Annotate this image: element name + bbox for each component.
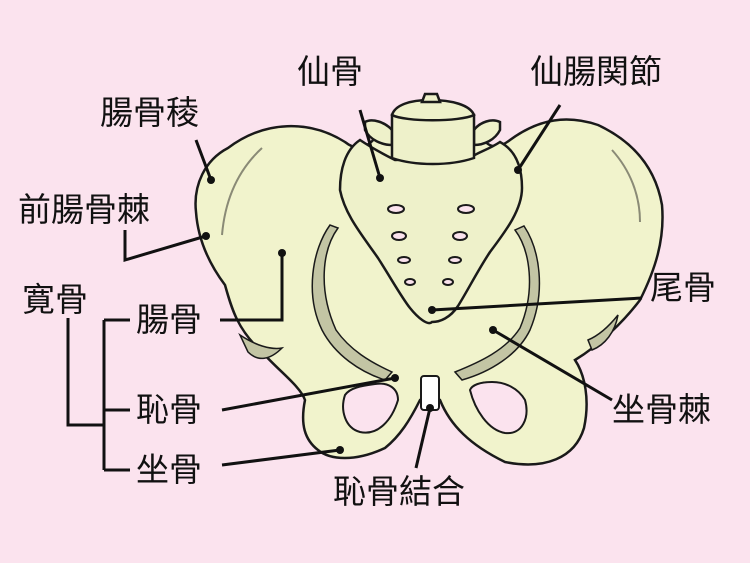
vertebra-top (390, 98, 476, 122)
iliac-shade-right (587, 314, 619, 351)
sacrum-shape (338, 138, 524, 325)
obturator-foramen-left (342, 382, 400, 434)
leader-coccyx (431, 296, 643, 312)
leader-anterior-iliac-spine (123, 230, 207, 263)
leader-iliac-crest (194, 139, 213, 181)
label-sacrum: 仙骨 (297, 52, 363, 91)
leader-pubic-symphysis (414, 407, 432, 469)
bracket-hip-bone (66, 318, 104, 427)
label-ilium: 腸骨 (136, 300, 202, 339)
obturator-foramen-right (468, 380, 528, 435)
label-coccyx: 尾骨 (650, 268, 716, 307)
pelvic-brim-right (453, 225, 541, 381)
label-iliac-crest: 腸骨稜 (100, 93, 199, 132)
leader-dots (202, 166, 522, 454)
label-ischial-spine: 坐骨棘 (612, 390, 711, 429)
leader-lines (66, 104, 643, 472)
leader-ischial-spine (492, 328, 613, 402)
label-ischium: 坐骨 (136, 450, 202, 489)
label-anterior-iliac-spine: 前腸骨棘 (18, 190, 150, 229)
leader-pubis (221, 376, 396, 412)
iliac-shade-left (238, 332, 285, 360)
iliac-fossa-line-right (611, 149, 641, 223)
leader-sacrum (358, 109, 382, 179)
sacral-foramina (387, 204, 475, 286)
vertebra-body (390, 113, 476, 166)
label-hip-bone: 寛骨 (22, 280, 88, 319)
leader-ilium (220, 253, 284, 322)
label-pubic-symphysis: 恥骨結合 (333, 472, 465, 511)
vertebra-spine (420, 92, 442, 104)
iliac-fossa-line-left (221, 147, 263, 236)
label-sacroiliac-joint: 仙腸関節 (530, 52, 662, 91)
leader-ischium (221, 448, 341, 467)
label-pubis: 恥骨 (136, 390, 202, 429)
leader-sacroiliac-joint (516, 104, 562, 171)
